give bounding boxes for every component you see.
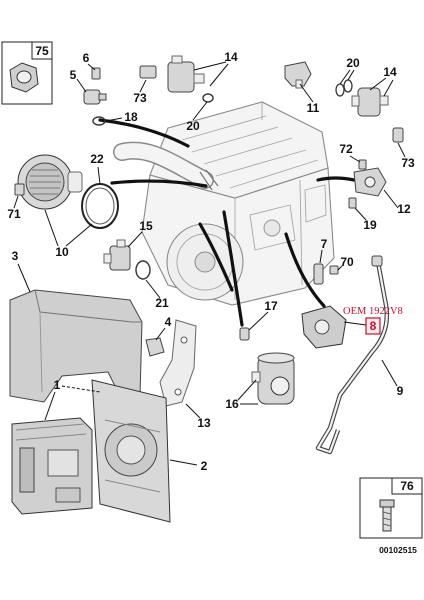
callout-73-right: 73 <box>401 156 415 170</box>
callout-4: 4 <box>165 315 172 329</box>
callout-18: 18 <box>124 110 138 124</box>
part-oring-20-left <box>202 93 214 103</box>
callout-13: 13 <box>197 416 211 430</box>
part-maf-sensor-10 <box>17 154 83 210</box>
nut-icon <box>9 62 39 93</box>
part-clip-4 <box>145 337 165 357</box>
part-solenoid-14-left <box>167 55 205 93</box>
callout-5: 5 <box>70 68 77 82</box>
part-sensor-11 <box>284 61 312 89</box>
callout-20-right: 20 <box>346 56 360 70</box>
bolt-icon <box>379 499 395 532</box>
part-bolt-7 <box>313 263 324 285</box>
part-sensor-5 <box>83 89 107 105</box>
part-sensor-8 <box>301 305 347 349</box>
callout-10: 10 <box>55 245 69 259</box>
callout-11: 11 <box>307 101 320 115</box>
callout-16: 16 <box>225 397 239 411</box>
callout-12: 12 <box>397 202 411 216</box>
part-17 <box>239 327 250 341</box>
callout-3: 3 <box>12 249 19 263</box>
highlight-callout-box <box>365 317 381 335</box>
callout-20-left: 20 <box>186 119 200 133</box>
part-sensor-12 <box>353 167 387 197</box>
part-valve-15 <box>103 239 131 271</box>
part-pipe-9 <box>315 255 390 455</box>
callout-72: 72 <box>339 142 353 156</box>
part-washer-18 <box>92 116 106 126</box>
part-bolt-73-left <box>139 65 157 79</box>
part-bolt-19 <box>348 197 357 209</box>
part-solenoid-14-right <box>351 87 389 117</box>
callout-6: 6 <box>83 51 90 65</box>
callout-2: 2 <box>201 459 208 473</box>
callout-17: 17 <box>264 299 278 313</box>
callout-75: 75 <box>35 44 49 58</box>
part-nut-70 <box>329 265 339 275</box>
callout-19: 19 <box>363 218 377 232</box>
part-bracket-13 <box>159 319 197 407</box>
callout-14-left: 14 <box>224 50 238 64</box>
part-cover-2 <box>91 379 171 523</box>
callout-22: 22 <box>90 152 104 166</box>
part-pump-16 <box>251 352 295 405</box>
part-bolt-73-right <box>392 127 404 143</box>
callout-labels: 75 6 5 18 73 14 20 11 20 14 73 72 12 19 … <box>7 44 417 555</box>
engine-assembly <box>113 101 335 306</box>
callout-7: 7 <box>321 237 328 251</box>
callout-73-left: 73 <box>133 91 147 105</box>
callout-76: 76 <box>400 479 414 493</box>
part-sensor-6 <box>91 67 101 80</box>
inset-box-75 <box>1 41 53 105</box>
part-bolt-72 <box>358 159 367 170</box>
part-bolt-71 <box>14 183 25 196</box>
callout-9: 9 <box>397 384 404 398</box>
reference-code: 00102515 <box>379 545 417 555</box>
callout-15: 15 <box>139 219 153 233</box>
connection-lines <box>98 118 356 327</box>
callout-71: 71 <box>7 207 21 221</box>
leader-lines <box>13 61 406 466</box>
callout-1: 1 <box>54 378 61 392</box>
part-ring-21 <box>135 260 151 280</box>
callout-8-highlight: 8 <box>370 319 377 333</box>
part-ecu-1 <box>11 417 93 515</box>
callout-70: 70 <box>340 255 354 269</box>
inset-box-76 <box>359 477 423 539</box>
callout-14-right: 14 <box>383 65 397 79</box>
oem-label: OEM 1922V8 <box>343 306 403 317</box>
callout-21: 21 <box>155 296 169 310</box>
